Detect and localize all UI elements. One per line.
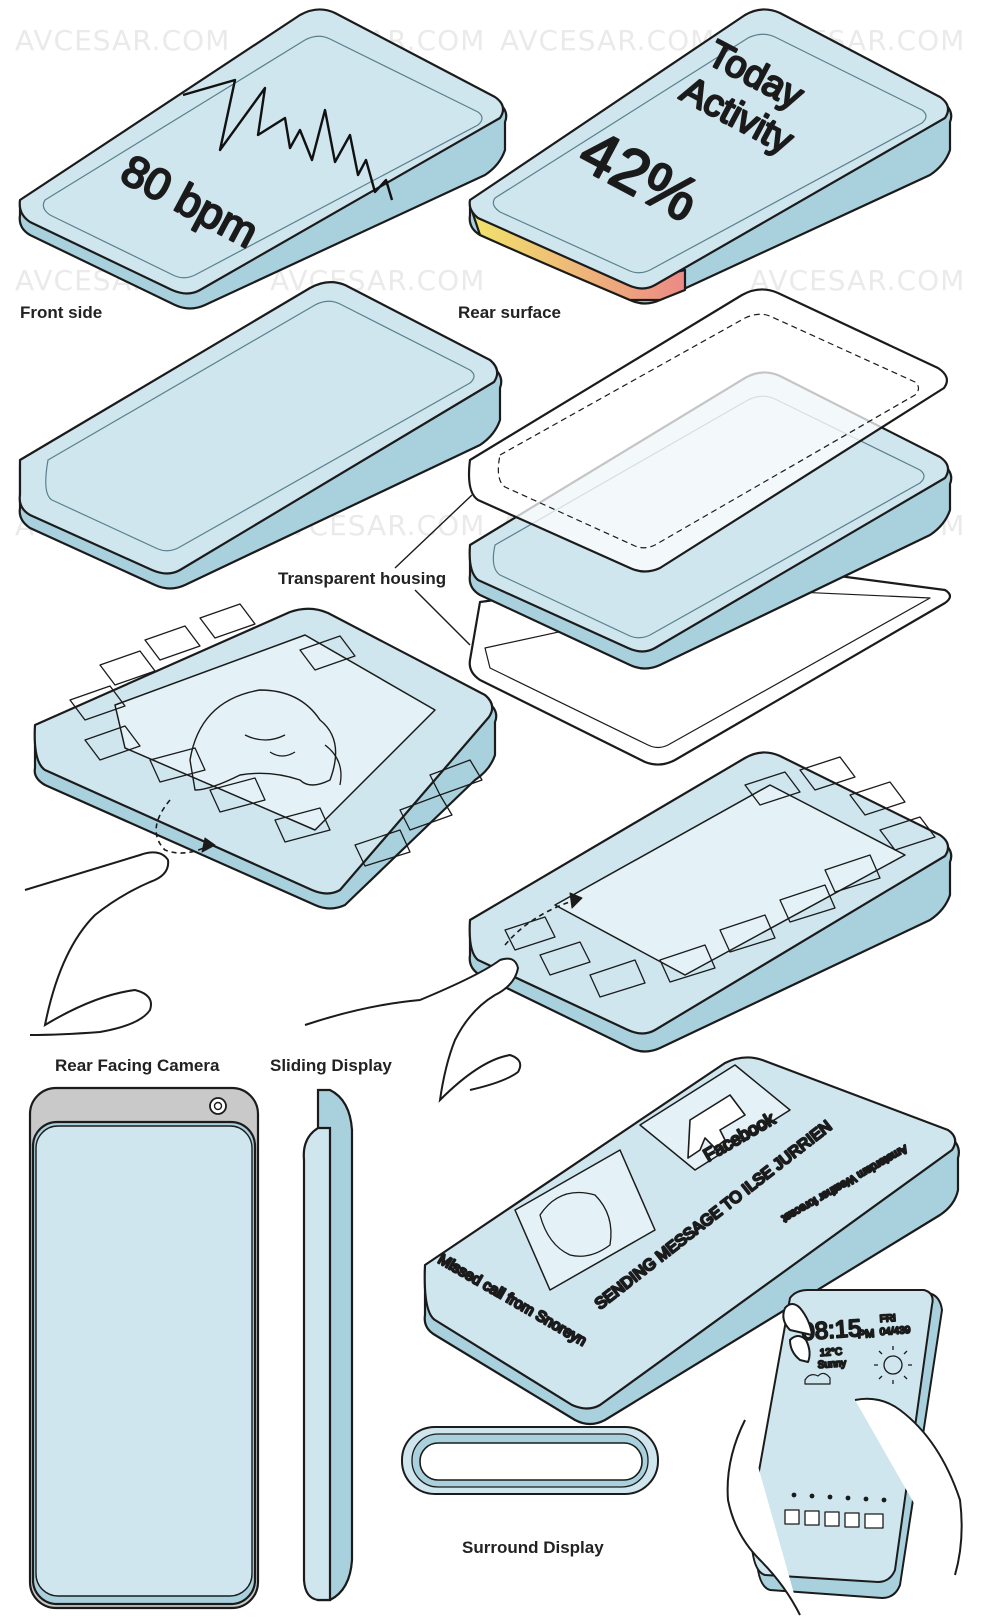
phone-surround-display: Facebook Amsterdam Weather forecast SEND… [423,1056,960,1426]
phone-transparent-body [18,281,503,590]
cloud-icon [804,1372,831,1385]
swipe-arrow-icon [155,799,211,854]
heartbeat-wave-icon [182,78,394,201]
weather-condition: Sunny [817,1358,846,1371]
phone-in-hand-clock: 08:15 PM FRI 04/439 12°C Sunny [750,1289,943,1599]
finger-hand-icon [24,851,170,1036]
watermark-text: AVCESAR.COM [750,264,965,297]
keyboard-keys [69,603,483,867]
sun-icon [874,1346,912,1384]
camera-lens-icon [209,1097,227,1115]
phone-rear-surface: Today Activity 42% [468,8,953,305]
finger-hand-icon [726,1303,963,1616]
label-front-side: Front side [20,303,103,322]
phone-front-side: 80 bpm [18,8,508,310]
label-rear-facing-camera: Rear Facing Camera [55,1056,220,1075]
clock-day: FRI [879,1313,896,1325]
phone-rear-camera-view [33,603,498,910]
label-rear-surface: Rear surface [458,303,562,322]
label-surround-display: Surround Display [462,1538,604,1557]
label-transparent-housing: Transparent housing [278,569,447,588]
phone-rear-facing-camera [28,1086,260,1610]
status-dots [791,1492,887,1503]
phone-sliding-side-view [302,1088,354,1602]
exploded-housing-layers [394,288,953,766]
temperature: 12°C [819,1346,842,1359]
clock-ampm: PM [857,1328,874,1341]
surround-display-cross-section [401,1426,659,1495]
finger-hand-icon [304,957,522,1103]
phone-sliding-display [468,751,953,1053]
watermark-text: AVCESAR.COM [15,24,230,57]
facebook-logo-icon [687,1094,746,1159]
app-icon-row [784,1509,884,1529]
keyboard-keys [504,756,936,998]
watermark-text: AVCESAR.COM [500,24,715,57]
clock-date: 04/439 [879,1325,911,1338]
label-sliding-display: Sliding Display [270,1056,392,1075]
